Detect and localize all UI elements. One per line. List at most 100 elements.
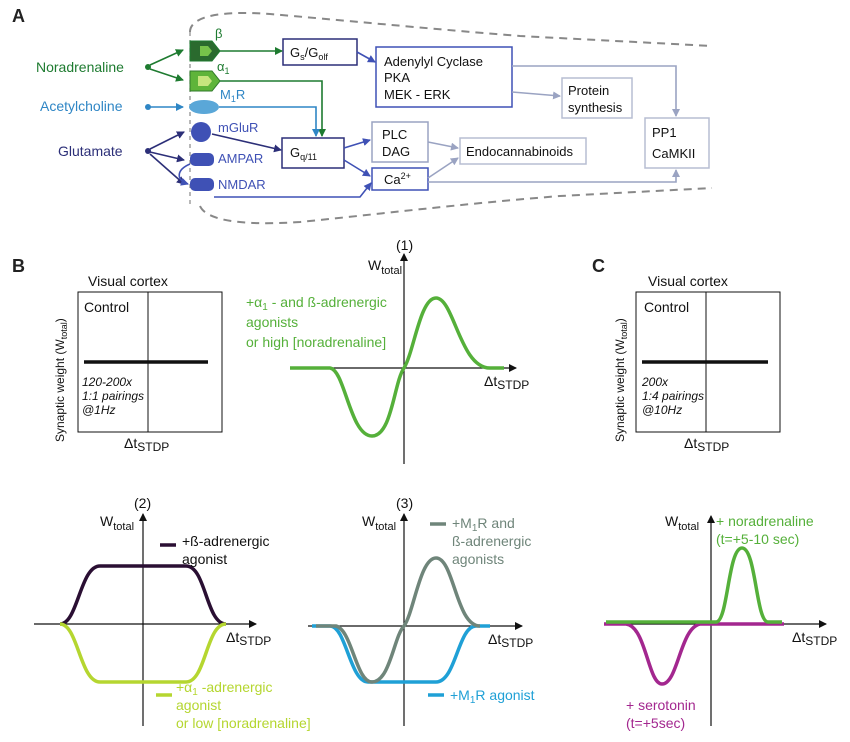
ligand-glutamate: Glutamate xyxy=(58,143,123,159)
c-control-title: Visual cortex xyxy=(648,273,728,289)
plotc-ylabel: Wtotal xyxy=(665,513,699,533)
plotc-noradrenaline-curve xyxy=(606,546,782,624)
adenylyl-line1: Adenylyl Cyclase xyxy=(384,54,483,69)
b-protocol-line3: @1Hz xyxy=(82,403,116,417)
ligand-noradrenaline: Noradrenaline xyxy=(36,59,124,75)
plotc-serotonin-curve xyxy=(604,622,784,686)
nmdar-receptor-icon xyxy=(190,178,214,191)
nmdar-label: NMDAR xyxy=(218,177,266,192)
plot3-m1beta-line2: ß-adrenergic xyxy=(452,533,531,549)
plotc-xlabel: ΔtSTDP xyxy=(792,629,837,648)
plot2-number: (2) xyxy=(134,495,151,511)
glutamate-dot xyxy=(145,148,151,154)
adenylyl-to-pp1-arrow xyxy=(512,65,680,117)
protein-line1: Protein xyxy=(568,83,609,98)
plot3-number: (3) xyxy=(396,495,413,511)
pp1-camkii-box xyxy=(644,117,710,169)
na-to-beta-arrow xyxy=(149,49,184,66)
na-to-alpha-arrow xyxy=(149,68,184,82)
plot3-m1-curve xyxy=(312,624,490,684)
plot3-ylabel: Wtotal xyxy=(362,513,396,533)
plot3-m1beta-line3: agonists xyxy=(452,551,504,567)
c-control-label: Control xyxy=(644,299,689,315)
plot1-xlabel: ΔtSTDP xyxy=(484,373,529,392)
ampar-to-nmdar-arrow xyxy=(178,163,191,186)
neuron-outline xyxy=(189,11,713,47)
panel-a-letter: A xyxy=(12,6,25,26)
b-control-xlabel: ΔtSTDP xyxy=(124,435,169,454)
c-protocol-line1: 200x xyxy=(641,375,669,389)
c-control-ylabel: Synaptic weight (Wtotal) xyxy=(613,318,629,442)
plot2-xlabel: ΔtSTDP xyxy=(226,629,271,648)
gs-golf-label: Gs/Golf xyxy=(290,45,328,62)
pp1-label: PP1 xyxy=(652,125,677,140)
b-protocol-line1: 120-200x xyxy=(82,375,133,389)
plot1-label-line1: +α1 - and ß-adrenergic xyxy=(246,294,387,313)
plot1-label-line2: agonists xyxy=(246,314,298,330)
beta-receptor-inner xyxy=(200,46,212,56)
b-control-title: Visual cortex xyxy=(88,273,168,289)
c-protocol-line3: @10Hz xyxy=(642,403,682,417)
plotc-sero-line1: + serotonin xyxy=(626,697,696,713)
panel-a: A Noradrenaline Acetylcholine Glutamate … xyxy=(12,6,713,225)
alpha1-to-gq-arrow xyxy=(220,80,326,137)
m1r-label: M1R xyxy=(220,87,245,104)
panel-b-letter: B xyxy=(12,256,25,276)
camkii-label: CaMKII xyxy=(652,146,695,161)
calcium-label: Ca2+ xyxy=(384,171,411,187)
plc-to-endocannabinoids-arrow xyxy=(427,141,459,151)
mglur-label: mGluR xyxy=(218,120,258,135)
m1r-receptor-icon xyxy=(189,100,219,114)
plotc-na-line2: (t=+5-10 sec) xyxy=(716,531,799,547)
calcium-box xyxy=(371,167,429,191)
alpha1-receptor-inner xyxy=(198,76,212,86)
b-control-ylabel: Synaptic weight (Wtotal) xyxy=(53,318,69,442)
adenylyl-to-protein-arrow xyxy=(511,91,561,100)
ampar-receptor-icon xyxy=(190,153,214,166)
plot2-beta-line1: +ß-adrenergic xyxy=(182,533,270,549)
noradrenaline-dot xyxy=(145,64,151,70)
plotc-na-line1: + noradrenaline xyxy=(716,513,814,529)
glu-to-ampar-arrow xyxy=(149,151,185,163)
protein-line2: synthesis xyxy=(568,100,623,115)
m1r-to-gq-arrow xyxy=(219,106,320,137)
adenylyl-line2: PKA xyxy=(384,70,410,85)
plot3-m1beta-line1: +M1R and xyxy=(452,515,515,534)
plot3-m1-label: +M1R agonist xyxy=(450,687,535,706)
beta-label: β xyxy=(215,26,222,41)
gs-to-adenylyl-arrow xyxy=(356,51,376,63)
plc-label: PLC xyxy=(382,127,407,142)
plot2-beta-curve xyxy=(59,564,227,626)
plot2-alpha-line2: agonist xyxy=(176,697,221,713)
gq-to-plc-arrow xyxy=(343,138,371,149)
plot3-m1beta-curve xyxy=(316,556,481,684)
ligand-acetylcholine: Acetylcholine xyxy=(40,98,123,114)
glu-to-nmdar-arrow xyxy=(149,153,185,185)
plot1-number: (1) xyxy=(396,237,413,253)
ampar-label: AMPAR xyxy=(218,151,263,166)
plotc-sero-line2: (t=+5sec) xyxy=(626,715,685,731)
panel-b: B Visual cortex Control 120-200x 1:1 pai… xyxy=(12,237,535,731)
gq11-box xyxy=(281,137,345,169)
c-protocol-line2: 1:4 pairings xyxy=(642,389,704,403)
neuron-outline-bottom xyxy=(199,187,713,225)
plot2-alpha-line1: +α1 -adrenergic xyxy=(176,679,273,698)
mglur-receptor-icon xyxy=(191,122,211,142)
plot1-label-line3: or high [noradrenaline] xyxy=(246,334,386,350)
endocannabinoids-label: Endocannabinoids xyxy=(466,144,573,159)
adenylyl-box xyxy=(375,46,513,108)
glu-to-mglur-arrow xyxy=(149,131,185,150)
calcium-to-endocannabinoids-arrow xyxy=(427,157,459,179)
mglur-to-gq-arrow xyxy=(211,133,282,153)
endocannabinoids-box xyxy=(459,137,587,165)
dag-label: DAG xyxy=(382,144,410,159)
calcium-to-camkii-arrow xyxy=(428,169,680,183)
plot2-ylabel: Wtotal xyxy=(100,513,134,533)
adenylyl-line3: MEK - ERK xyxy=(384,87,451,102)
gq-to-calcium-arrow xyxy=(343,159,371,177)
b-protocol-line2: 1:1 pairings xyxy=(82,389,144,403)
plot2-alpha-curve xyxy=(59,622,227,684)
protein-synthesis-box xyxy=(561,77,633,119)
c-control-xlabel: ΔtSTDP xyxy=(684,435,729,454)
panel-c-letter: C xyxy=(592,256,605,276)
